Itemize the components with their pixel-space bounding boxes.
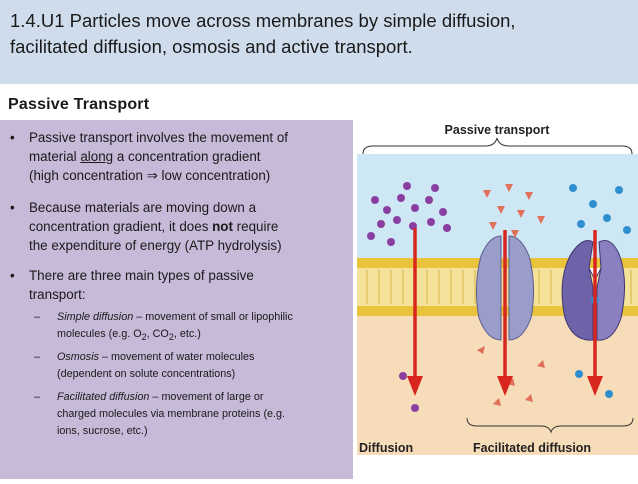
- sub-bullet-text: (dependent on solute concentrations): [57, 368, 236, 380]
- purple-particles: [367, 182, 451, 412]
- facilitated-diffusion-label: Facilitated diffusion: [473, 441, 591, 455]
- sub-bullet-text: Facilitated diffusion – movement of larg…: [57, 391, 264, 403]
- bullet-text: transport:: [29, 287, 86, 302]
- bullet-text: concentration gradient, it does not requ…: [29, 219, 279, 234]
- passive-transport-diagram: Passive transport: [357, 123, 638, 455]
- carrier-arrow: [587, 230, 603, 396]
- bullet-text: There are three main types of passive: [29, 268, 254, 283]
- top-bracket: [362, 137, 633, 155]
- sub-bullet-text: Osmosis – movement of water molecules: [57, 351, 255, 363]
- channel-arrow: [497, 230, 513, 396]
- sub-bullet-text: molecules (e.g. O2, CO2, etc.): [57, 328, 201, 343]
- slide-title-bar: 1.4.U1 Particles move across membranes b…: [0, 0, 638, 84]
- bold-word: not: [212, 219, 233, 234]
- bullet-text: material along a concentration gradient: [29, 149, 261, 164]
- membrane-tail-lines: [366, 270, 632, 304]
- bullet-marker: •: [10, 200, 15, 215]
- bottom-bracket: [466, 417, 634, 434]
- triangle-particles: [477, 184, 545, 406]
- channel-protein: [475, 235, 535, 341]
- sub-bullet-text: ions, sucrose, etc.): [57, 425, 148, 437]
- diffusion-arrow: [407, 228, 423, 396]
- sub-bullet-text: Simple diffusion – movement of small or …: [57, 311, 293, 323]
- sub-bullet-text: charged molecules via membrane proteins …: [57, 408, 286, 420]
- slide-title-line-2: facilitated diffusion, osmosis and activ…: [10, 36, 413, 57]
- bullet-marker: •: [10, 130, 15, 145]
- bullet-text: Because materials are moving down a: [29, 200, 257, 215]
- sub-bullet-marker: –: [34, 391, 41, 403]
- passive-transport-figure: Passive transport: [357, 118, 638, 479]
- diffusion-label: Diffusion: [359, 441, 413, 455]
- sub-bullet-marker: –: [34, 351, 41, 363]
- figure-title: Passive transport: [445, 123, 551, 137]
- slide-title-line-1: 1.4.U1 Particles move across membranes b…: [10, 10, 516, 31]
- bullet-text: (high concentration ⇒ low concentration): [29, 168, 271, 183]
- bullet-text: Passive transport involves the movement …: [29, 130, 289, 145]
- bullet-panel: • Passive transport involves the movemen…: [0, 120, 353, 479]
- bullet-text: the expenditure of energy (ATP hydrolysi…: [29, 238, 282, 253]
- section-heading: Passive Transport: [8, 96, 150, 113]
- bullet-marker: •: [10, 268, 15, 283]
- sub-bullet-marker: –: [34, 311, 41, 323]
- carrier-protein: [561, 240, 626, 341]
- underlined-word: along: [80, 149, 114, 164]
